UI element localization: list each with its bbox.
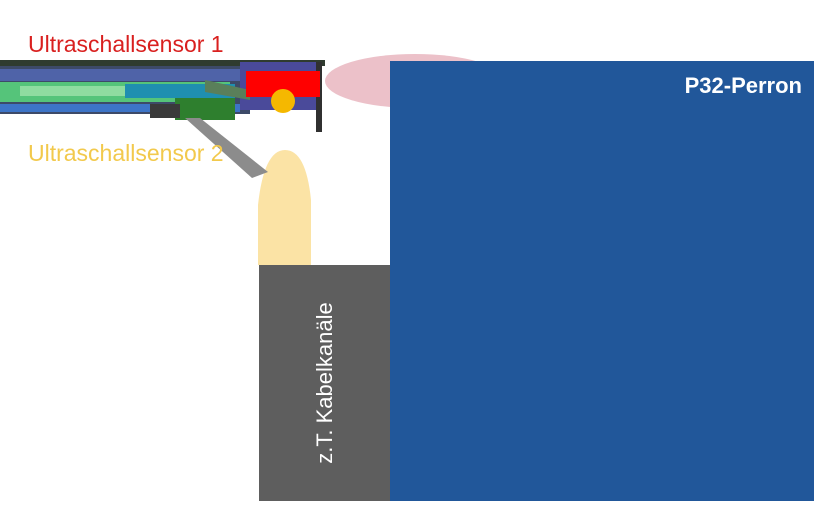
perron-label: P32-Perron [684,73,802,98]
cable-duct-label: z.T. Kabelkanäle [311,302,337,464]
sensor2-label: Ultraschallsensor 2 [28,140,224,166]
sensor1-label: Ultraschallsensor 1 [28,31,224,57]
cable-duct-block: z.T. Kabelkanäle [259,265,390,501]
sensor2-beam [258,150,311,330]
perron-block: P32-Perron [390,61,814,501]
sensor2-marker [271,89,295,113]
